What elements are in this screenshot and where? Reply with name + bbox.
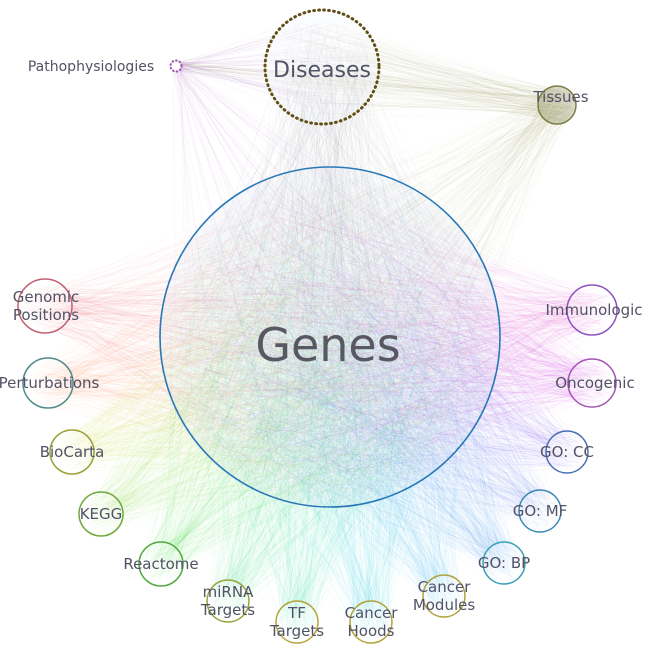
node-cancer-modules[interactable] [422, 574, 466, 618]
node-reactome[interactable] [138, 541, 184, 587]
node-label-pathophysiologies: Pathophysiologies [28, 59, 154, 75]
edge-bundle-oncogenic-to-genes [178, 179, 613, 486]
node-biocarta[interactable] [49, 429, 95, 475]
edge-bundle-pathophysiologies-to-tissues [172, 61, 570, 120]
node-label-diseases: Diseases [273, 58, 371, 83]
edge-bundle-tissues-to-genes [171, 88, 574, 495]
edge-bundle-cancer-modules-to-genes [171, 183, 492, 615]
node-oncogenic[interactable] [567, 358, 617, 408]
node-label-immunologic: Immunologic [545, 301, 642, 319]
node-label-perturbations: Perturbations [0, 374, 100, 392]
node-label-reactome: Reactome [123, 555, 198, 573]
node-perturbations[interactable] [22, 357, 74, 409]
edge-bundle-go-bp-to-genes [168, 182, 522, 581]
edge-bundle-reactome-to-genes [141, 177, 478, 584]
node-label-oncogenic: Oncogenic [555, 374, 634, 392]
node-go-bp[interactable] [482, 541, 526, 585]
node-kegg[interactable] [78, 491, 124, 537]
edge-bundle-cancer-hoods-to-genes [171, 181, 488, 641]
edge-bundle-perturbations-to-genes [25, 179, 491, 494]
edge-bundle-pathophysiologies-to-diseases [171, 14, 369, 116]
node-immunologic[interactable] [566, 284, 618, 336]
edge-bundle-mirna-targets-to-genes [179, 178, 482, 620]
node-diseases[interactable] [263, 8, 381, 126]
node-go-cc[interactable] [545, 430, 589, 474]
node-label-go-bp: GO: BP [478, 554, 530, 572]
node-cancer-hoods[interactable] [349, 600, 393, 644]
node-label-genes: Genes [255, 318, 400, 372]
nodes [17, 8, 618, 644]
node-label-tissues: Tissues [532, 88, 588, 106]
node-label-go-mf: GO: MF [513, 502, 568, 520]
node-label-kegg: KEGG [80, 505, 123, 523]
edge-bundle-genomic-positions-to-genes [22, 186, 486, 499]
edge-bundle-kegg-to-genes [81, 183, 488, 534]
node-label-biocarta: BioCarta [40, 443, 105, 461]
edge-bundle-go-cc-to-genes [173, 180, 585, 486]
edge-bundle-diseases-to-tissues [274, 20, 575, 122]
node-mirna-targets[interactable] [206, 579, 250, 623]
node-tissues[interactable] [537, 85, 577, 125]
node-genomic-positions[interactable] [17, 278, 73, 334]
node-pathophysiologies[interactable] [169, 59, 183, 73]
node-label-go-cc: GO: CC [540, 443, 594, 461]
edge-bundle-go-mf-to-genes [170, 179, 558, 530]
edge-bundle-immunologic-to-genes [173, 179, 613, 493]
node-genes[interactable] [159, 166, 501, 508]
edge-bundle-pathophysiologies-to-genes [170, 61, 475, 482]
node-tf-targets[interactable] [275, 600, 319, 644]
node-labels: Genes Diseases PathophysiologiesTissuesGen… [0, 58, 643, 640]
node-go-mf[interactable] [518, 489, 562, 533]
